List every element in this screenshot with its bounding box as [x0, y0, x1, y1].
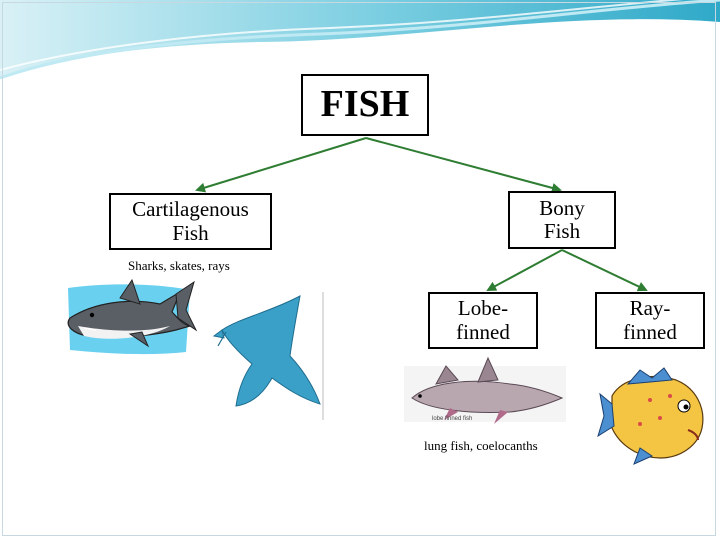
node-ray-finned: Ray- finned — [595, 292, 705, 349]
arrow-fish-to-cartilaginous — [197, 138, 366, 190]
node-lobe-finned: Lobe- finned — [428, 292, 538, 349]
arrow-bony-to-ray — [562, 250, 646, 290]
root-node-fish: FISH — [301, 74, 429, 136]
lobe-finned-examples: lung fish, coelocanths — [424, 438, 538, 454]
node-bony-fish: Bony Fish — [508, 191, 616, 249]
arrow-bony-to-lobe — [488, 250, 562, 290]
cartilaginous-examples: Sharks, skates, rays — [128, 258, 230, 274]
node-cartilaginous-fish: Cartilagenous Fish — [109, 193, 272, 250]
arrow-fish-to-bony — [366, 138, 560, 190]
